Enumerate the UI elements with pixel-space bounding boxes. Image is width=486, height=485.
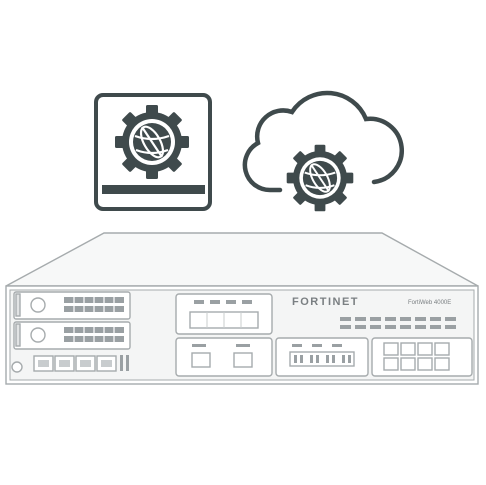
- status-leds: [340, 317, 456, 329]
- gear-globe-icon: [282, 140, 358, 216]
- cloud-gear-icon: [242, 90, 404, 216]
- drive-bay: [13, 321, 131, 350]
- power-button: [11, 361, 23, 373]
- network-module: [371, 337, 473, 377]
- chassis-top: [5, 232, 479, 287]
- network-module: [175, 337, 273, 377]
- drive-bay: [13, 291, 131, 320]
- management-ports: [33, 355, 129, 372]
- fortiweb-appliance: FORTINET FortiWeb 4000E: [5, 232, 479, 385]
- brand-logo: FORTINET: [292, 296, 359, 308]
- network-module: [175, 293, 273, 335]
- network-module: [275, 337, 369, 377]
- appliance-base-bar: [102, 185, 205, 194]
- model-label: FortiWeb 4000E: [408, 300, 451, 306]
- gear-globe-icon: [113, 103, 191, 181]
- vm-appliance-gear-icon: [94, 93, 212, 211]
